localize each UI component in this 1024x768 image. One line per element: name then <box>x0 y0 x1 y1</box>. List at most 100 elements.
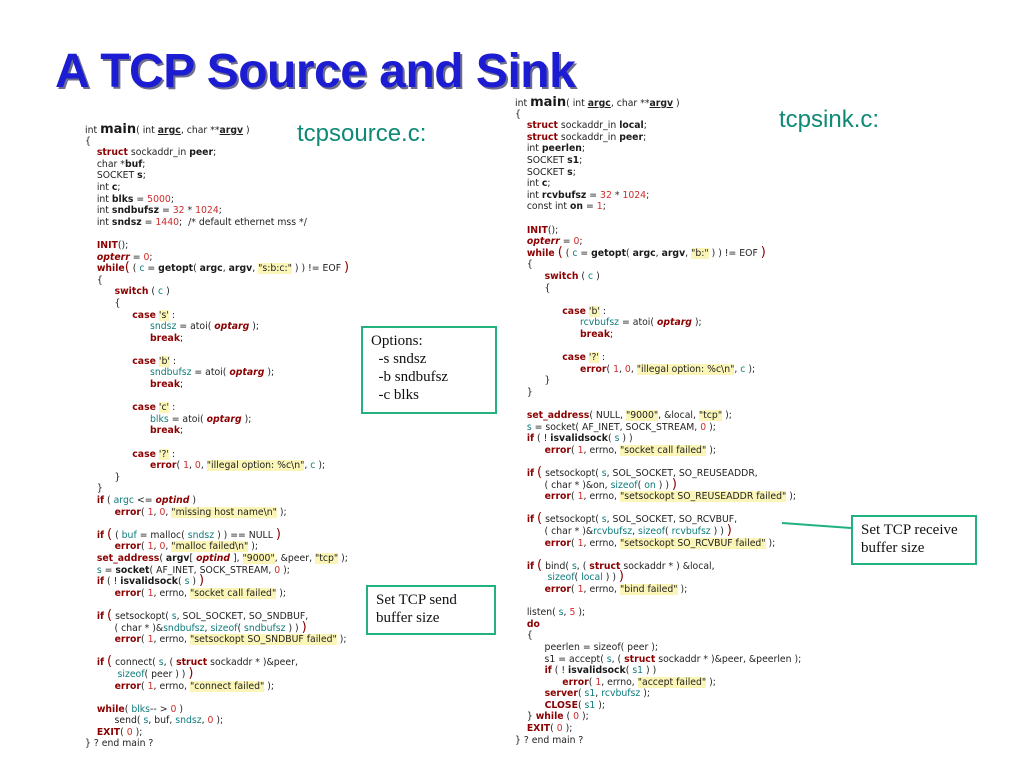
code-line <box>85 344 349 356</box>
code-line: case '?' : <box>85 448 349 461</box>
code-token <box>85 530 97 541</box>
code-token: * <box>611 189 623 201</box>
code-token: s1 <box>632 665 644 677</box>
code-token: ( int <box>566 98 588 109</box>
code-token <box>515 271 545 282</box>
code-line: int c; <box>515 178 801 190</box>
code-token: s1 <box>584 688 596 700</box>
code-token: ( <box>588 676 596 688</box>
code-token: ; <box>149 251 153 263</box>
code-token: ( <box>571 444 578 456</box>
code-token: ; <box>643 120 647 132</box>
code-token: set_address <box>526 410 590 422</box>
code-token: , SOL_SOCKET, SO_SNDBUF, <box>176 610 309 622</box>
code-token: 0 <box>207 715 214 727</box>
code-line: error( 1, errno, "setsockopt SO_SNDBUF f… <box>85 634 349 646</box>
code-token: ); <box>336 634 347 646</box>
code-token: ) <box>189 576 199 588</box>
code-line: error( 1, 0, "malloc failed\n" ); <box>85 541 349 553</box>
code-token: = <box>129 251 144 263</box>
code-token: '?' <box>158 448 169 460</box>
code-token: "setsockopt SO_RCVBUF failed" <box>619 537 766 549</box>
code-token: ( <box>571 491 578 503</box>
code-token: switch <box>114 286 149 298</box>
code-token: case <box>132 309 156 321</box>
code-line: int main( int argc, char **argv ) <box>85 123 349 136</box>
code-token: s <box>171 610 177 622</box>
code-token: SOCKET <box>85 170 138 182</box>
code-token: s <box>137 170 143 182</box>
code-token <box>85 565 97 576</box>
code-token: ( <box>625 665 633 677</box>
code-token: ( <box>141 680 148 692</box>
code-line <box>85 599 349 611</box>
code-token <box>85 310 132 321</box>
code-token: s <box>143 715 149 727</box>
code-token <box>515 410 527 421</box>
code-token: 5000 <box>147 193 171 205</box>
code-token: local <box>619 120 644 132</box>
code-token: = atoi( <box>619 317 657 329</box>
code-line: s1 = accept( s, ( struct sockaddr * )&pe… <box>515 654 802 666</box>
code-token: rcvbufsz <box>541 189 587 201</box>
code-token: s1 <box>567 154 580 166</box>
code-token: "connect failed" <box>189 680 265 692</box>
code-token: ( <box>606 363 614 375</box>
code-line <box>515 596 801 608</box>
code-line: struct sockaddr_in peer; <box>85 147 349 159</box>
code-line: } <box>515 387 801 399</box>
code-token <box>85 356 132 367</box>
code-line: { <box>515 109 801 121</box>
code-token: 'c' <box>158 402 170 414</box>
code-token: 0 <box>573 236 580 248</box>
code-token: send( <box>85 715 144 727</box>
code-line: if ( setsockopt( s, SOL_SOCKET, SO_SNDBU… <box>85 609 349 623</box>
code-token: sndsz <box>175 715 202 727</box>
code-token: set_address <box>96 552 160 564</box>
code-token: s <box>526 421 532 433</box>
code-token: if <box>96 610 105 622</box>
code-token: ; <box>572 166 576 178</box>
code-token: 0 <box>274 564 281 576</box>
code-token: , <box>204 622 211 634</box>
code-token: 1 <box>147 634 154 646</box>
code-line: } <box>85 472 349 484</box>
code-token: ; <box>180 379 184 391</box>
code-token: ); <box>691 317 702 329</box>
code-token <box>85 553 97 564</box>
code-line: error( 1, errno, "bind failed" ); <box>515 583 801 596</box>
code-token: s <box>614 433 620 445</box>
code-token: , <box>563 607 570 619</box>
code-token: optarg <box>656 317 692 329</box>
code-token: 1 <box>577 491 584 503</box>
code-token <box>85 425 150 436</box>
code-token: sndbufsz <box>111 205 159 217</box>
code-token: ) <box>593 270 600 282</box>
code-line: if ( ! isvalidsock( s ) ) <box>85 574 349 588</box>
code-token: ( <box>129 263 140 275</box>
code-token: = atoi( <box>176 321 215 333</box>
code-token: 1 <box>577 537 584 549</box>
code-token: case <box>562 352 586 364</box>
tcpsource-label: tcpsource.c: <box>297 120 427 147</box>
code-token: c <box>158 286 164 298</box>
code-token: s <box>158 657 164 669</box>
code-token: argc <box>157 125 181 136</box>
code-token: "tcp" <box>314 552 339 564</box>
code-token <box>515 677 562 688</box>
code-token: sockaddr_in <box>557 120 620 132</box>
code-token <box>85 402 132 413</box>
code-line <box>85 518 349 530</box>
code-token: if <box>544 665 552 677</box>
code-token: , &local, <box>658 410 699 422</box>
code-line: { <box>85 136 349 148</box>
code-token: 1 <box>613 363 619 375</box>
code-token: ( int <box>136 125 158 136</box>
code-token: if <box>526 468 535 479</box>
code-token <box>85 507 115 518</box>
code-token: , <box>222 263 229 275</box>
code-token: 1440 <box>155 216 180 228</box>
code-token <box>85 657 97 668</box>
code-token: , <box>304 460 311 472</box>
code-token: error <box>114 587 142 599</box>
